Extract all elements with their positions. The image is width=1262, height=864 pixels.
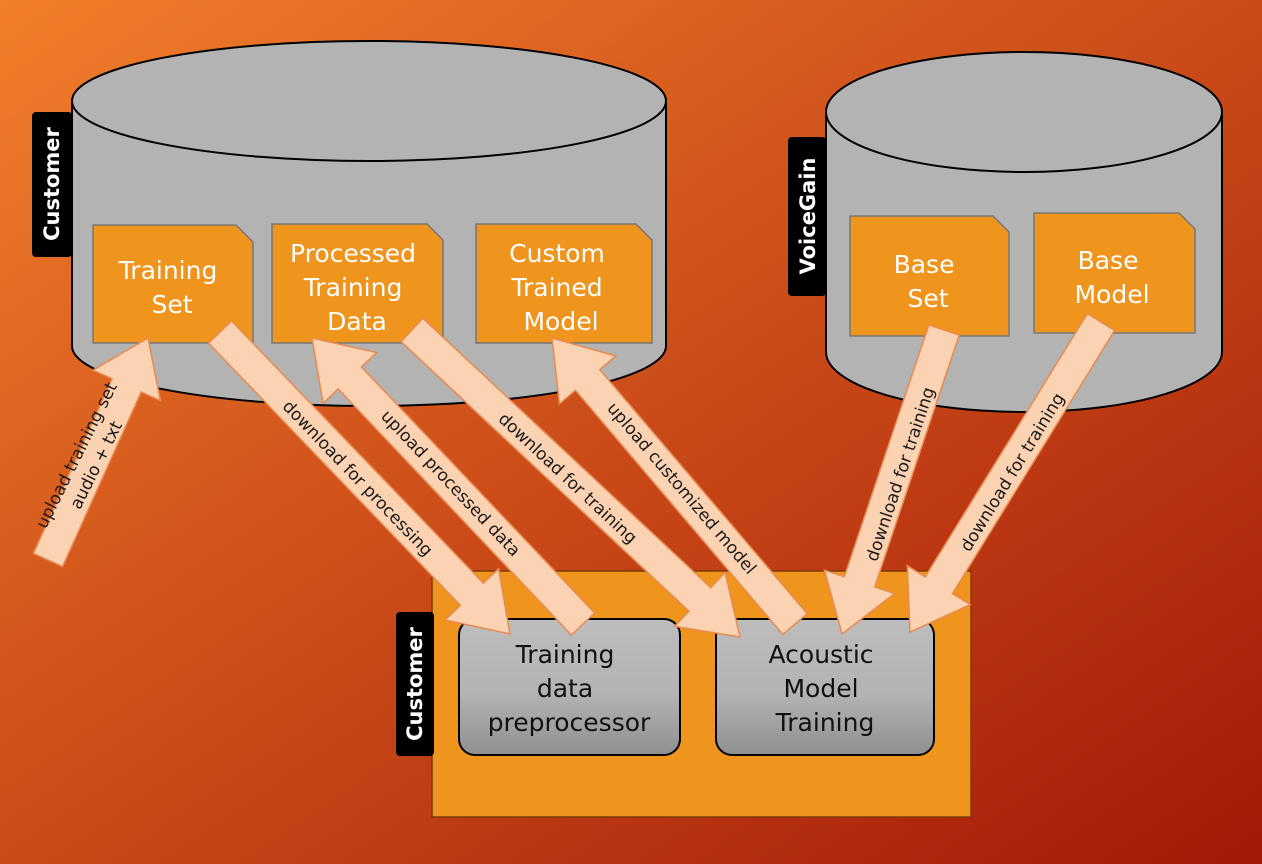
flow-arrow-2-shape [207,319,511,635]
process-acoustic-model-training-box [715,618,935,756]
document-base-model-shape [1033,212,1196,334]
tag-voicegain-storage-bg [788,137,826,296]
document-processed-training-data: Processed Training Data [271,223,444,344]
document-processed-training-data-shape [271,223,444,344]
svg-text:Processed Training: Processed Training Data [290,239,424,336]
process-training-data-preprocessor: Training data preprocessor [458,618,681,756]
document-base-set-shape [849,215,1010,337]
flow-arrow-6-shape [823,323,961,636]
document-training-set-line-2: Set [151,290,192,319]
document-custom-trained-model-line-1: Custom [509,239,605,268]
flow-arrow-5-shape [551,336,809,636]
process-acoustic-model-training: Acoustic Model Training [715,618,935,756]
document-base-set-line-1: Base [894,250,955,279]
tag-customer-processing-bg [396,612,434,756]
tag-voicegain-storage: VoiceGain [788,137,826,296]
flow-arrow-4-shape [400,317,741,638]
document-processed-training-data-line-1: Processed [290,239,416,268]
document-processed-training-data-line-2: Training [303,273,403,302]
tag-customer-processing-label: Customer [403,626,427,740]
process-preprocessor-line-3: preprocessor [488,708,651,737]
flow-arrow-1-shape [32,336,162,568]
svg-text:Base Set: Base Set [894,250,963,313]
document-base-set: Base Set [849,215,1010,337]
document-custom-trained-model-shape [475,223,653,344]
voicegain-cylinder-top [825,51,1223,173]
document-custom-trained-model-line-3: Model [523,307,598,336]
document-training-set-shape [92,224,254,344]
tag-customer-storage-label: Customer [40,126,64,240]
process-acoustic-line-3: Training [775,708,875,737]
document-base-set-line-2: Set [907,284,948,313]
document-base-model: Base Model [1033,212,1196,334]
tag-voicegain-storage-label: VoiceGain [796,158,820,275]
document-custom-trained-model: Custom Trained Model [475,223,653,344]
flow-arrow-7-shape [906,312,1116,634]
tag-customer-processing: Customer [396,612,434,756]
document-base-model-line-2: Model [1074,280,1149,309]
process-acoustic-line-1: Acoustic [768,640,873,669]
process-preprocessor-line-2: data [537,674,593,703]
process-acoustic-line-2: Model [783,674,858,703]
document-processed-training-data-line-3: Data [327,307,387,336]
document-base-model-line-1: Base [1078,246,1139,275]
svg-text:Training Set: Training Set [118,256,226,319]
svg-text:Custom Trained Mod: Custom Trained Model [509,239,613,336]
flow-arrow-3-shape [311,337,596,637]
document-custom-trained-model-line-2: Trained [510,273,602,302]
tag-customer-storage: Customer [32,112,72,257]
customer-cylinder-top [71,40,667,162]
document-training-set-line-1: Training [118,256,218,285]
svg-text:Training data prep: Training data preprocessor [488,640,651,737]
svg-text:Acoustic Model Tra: Acoustic Model Training [768,640,881,737]
process-preprocessor-line-1: Training [515,640,615,669]
svg-text:Base Model: Base Model [1074,246,1149,309]
tag-customer-storage-bg [32,112,72,257]
document-training-set: Training Set [92,224,254,344]
